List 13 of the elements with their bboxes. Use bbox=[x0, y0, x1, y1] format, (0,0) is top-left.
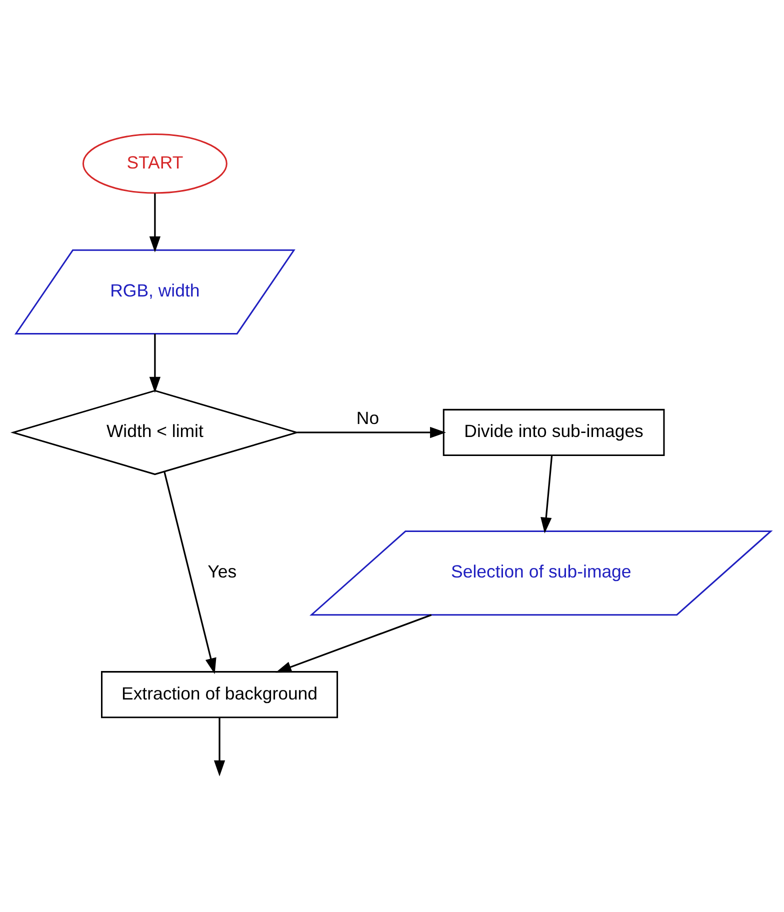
arrow bbox=[164, 471, 216, 674]
arrow bbox=[276, 614, 432, 672]
arrow bbox=[149, 333, 161, 392]
arrow bbox=[149, 192, 161, 252]
arrow bbox=[540, 454, 553, 533]
arrow bbox=[214, 717, 226, 776]
node-box: Extraction of background bbox=[101, 670, 338, 718]
node-box: Divide into sub-images bbox=[442, 408, 665, 456]
node-ellipse: START bbox=[82, 133, 228, 194]
edge-label: No bbox=[356, 407, 380, 428]
arrow bbox=[297, 426, 446, 438]
node-diamond: Width < limit bbox=[10, 389, 300, 475]
edge-label: Yes bbox=[208, 561, 237, 582]
